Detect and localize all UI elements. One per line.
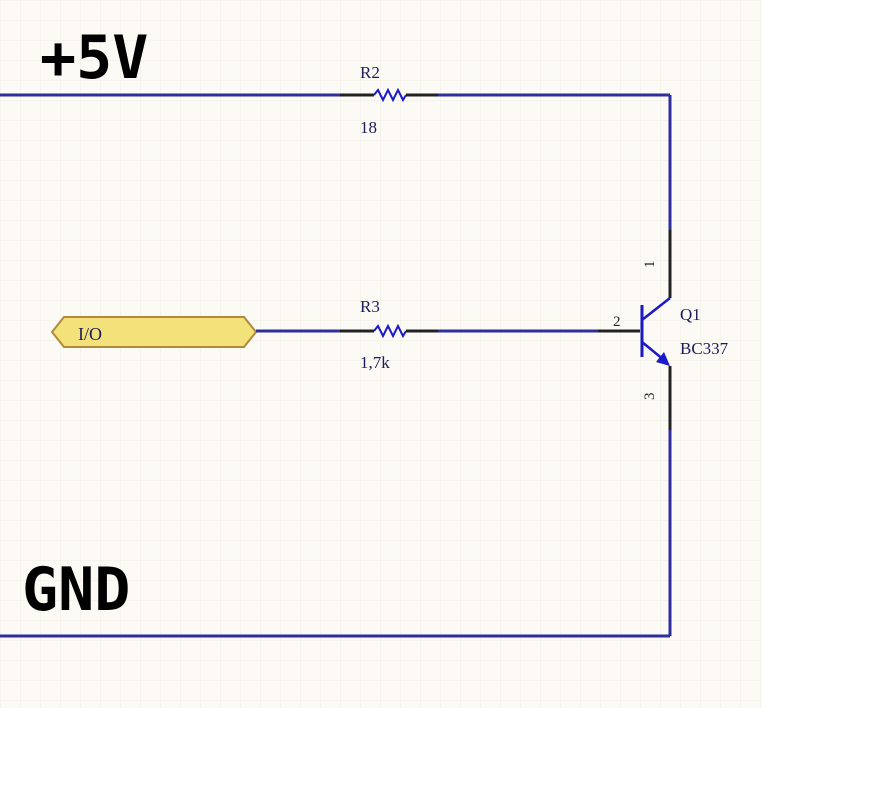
resistor-r3[interactable]: R3 1,7k <box>340 297 438 372</box>
q1-model: BC337 <box>680 339 729 358</box>
ground-rail-wire <box>0 430 672 638</box>
q1-designator: Q1 <box>680 305 701 324</box>
q1-collector-leg <box>641 297 671 321</box>
positive-rail-label: +5V <box>40 23 148 93</box>
r2-designator: R2 <box>360 63 380 82</box>
r2-value: 18 <box>360 118 377 137</box>
r3-value: 1,7k <box>360 353 390 372</box>
r3-body <box>373 323 407 339</box>
ground-rail-label: GND <box>22 555 130 625</box>
transistor-q1[interactable]: 2 1 3 Q1 BC337 <box>598 230 729 430</box>
sheet-grid <box>0 0 762 708</box>
q1-emitter-arrow <box>656 352 670 366</box>
r2-body <box>373 87 407 103</box>
r3-designator: R3 <box>360 297 380 316</box>
q1-collector-pin-number: 1 <box>642 261 658 269</box>
positive-rail-wire <box>0 93 672 230</box>
resistor-r2[interactable]: R2 18 <box>340 63 438 137</box>
q1-base-pin-number: 2 <box>613 314 621 330</box>
io-port[interactable]: I/O <box>50 316 258 348</box>
io-port-label: I/O <box>78 324 102 344</box>
q1-emitter-pin-number: 3 <box>642 393 658 401</box>
